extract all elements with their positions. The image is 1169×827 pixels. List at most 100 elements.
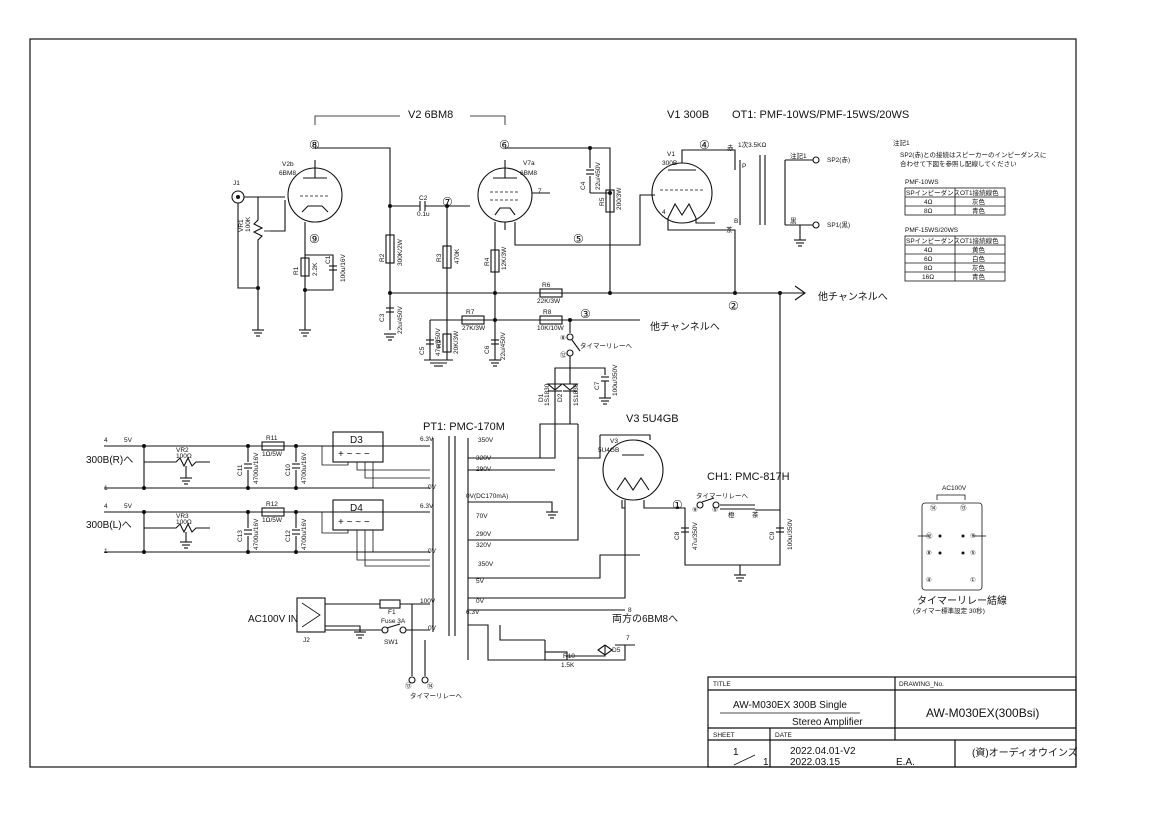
fuse-label: Fuse 3A xyxy=(381,618,406,625)
power-switch-sw1 xyxy=(381,626,389,634)
led-d5-icon xyxy=(597,644,613,656)
relay-pin-8: ⑧ xyxy=(926,550,932,557)
ground-icon xyxy=(180,541,192,549)
timer-relay-label-2: タイマーリレーへ xyxy=(696,491,749,500)
node-2: ② xyxy=(728,299,739,313)
table2-cell: 黄色 xyxy=(972,245,986,254)
other-channel-label-b: 他チャンネルへ xyxy=(818,290,888,303)
r10-value: 1.5K xyxy=(561,662,575,669)
relay-pin-13: ⑬ xyxy=(960,504,967,512)
r8-resistor xyxy=(539,315,563,325)
table2-cell: 8Ω xyxy=(924,265,933,272)
r8-value: 10K/10W xyxy=(537,325,565,332)
c10-label: C10 xyxy=(285,464,292,476)
table1-cell: 灰色 xyxy=(972,197,986,206)
pt-350v-a: 350V xyxy=(478,437,494,444)
relay-5-label: ⑤ xyxy=(712,507,718,514)
power-transformer-pt1 xyxy=(432,436,469,660)
pt-70v: 70V xyxy=(476,513,488,520)
c9-label: C9 xyxy=(769,531,776,540)
table2-cell: 4Ω xyxy=(924,247,933,254)
impedance-table-15ws-20ws xyxy=(904,235,1006,282)
pt-350v-b: 350V xyxy=(478,561,494,568)
r3-value: 470K xyxy=(454,248,461,264)
d2-value: 1S1830 xyxy=(573,383,580,406)
author: E.A. xyxy=(896,757,915,768)
vr3-value: 100Ω xyxy=(176,519,192,526)
table1-cell: 4Ω xyxy=(924,199,933,206)
ch-brown-label: 茶 xyxy=(752,510,759,519)
r12-value: 1Ω/5W xyxy=(262,517,283,524)
d5-label: D5 xyxy=(612,647,621,654)
r5-label: R5 xyxy=(599,197,606,206)
ch1-title: CH1: PMC-817H xyxy=(707,471,790,483)
c8-value: 47u/350V xyxy=(692,522,699,550)
c5-value: 47u/350V xyxy=(435,328,442,356)
note-line2: 合わせて下図を参照し配線してください xyxy=(900,159,1017,168)
timer-relay-socket xyxy=(921,502,983,591)
v5-r: 5V xyxy=(124,437,133,444)
c7-value: 100u/350V xyxy=(612,364,619,396)
c1-value: 100u/16V xyxy=(340,254,347,282)
bridge-rectifier-d4 xyxy=(332,499,384,531)
pt-63v-top: 6.3V xyxy=(420,436,434,443)
note-title: 注記1 xyxy=(893,138,910,147)
f1-label: F1 xyxy=(388,609,396,616)
vr2-pot xyxy=(144,456,210,468)
c5-label: C5 xyxy=(419,346,426,355)
table2-cell: 青色 xyxy=(972,272,986,281)
r3-resistor xyxy=(442,245,452,269)
c1-label: C1 xyxy=(325,255,332,264)
vr2-value: 100Ω xyxy=(176,453,192,460)
choke-ch1 xyxy=(720,504,755,510)
pt1-title: PT1: PMC-170M xyxy=(423,421,505,433)
relay-pin-14: ⑭ xyxy=(930,504,937,512)
sheet-header: SHEET xyxy=(713,732,735,739)
v2-title: V2 6BM8 xyxy=(408,109,453,121)
c12-value: 4700u/16V xyxy=(301,518,308,550)
drawing-frame xyxy=(29,38,1077,768)
date-secondary: 2022.03.15 xyxy=(790,757,840,768)
pt-0v-b: 0V xyxy=(428,548,437,555)
c13-value: 4700u/16V xyxy=(253,518,260,550)
vr3-label: VR3 xyxy=(176,513,189,520)
r6-resistor xyxy=(539,288,563,298)
other-channel-label-3: 他チャンネルへ xyxy=(650,320,720,333)
output-transformer-ot1 xyxy=(739,155,786,225)
both-6bm8-label: 両方の6BM8へ xyxy=(612,612,678,625)
pin7-label: 7 xyxy=(538,188,542,195)
node-8: ⑧ xyxy=(309,138,320,152)
pt-320v-b: 320V xyxy=(476,542,492,549)
d3-pins: + ~ ~ − xyxy=(338,449,370,460)
table2-col1: SPインピーダンス xyxy=(906,236,960,245)
table2-cell: 灰色 xyxy=(972,263,986,272)
ground-icon xyxy=(546,511,558,519)
title-line2: Stereo Amplifier xyxy=(792,717,863,728)
r12-label: R12 xyxy=(266,501,278,508)
r2-resistor xyxy=(385,234,395,264)
c11-value: 4700u/16V xyxy=(253,452,260,484)
r-channel-label: 300B(R)へ xyxy=(86,455,133,466)
tube-v1-300b xyxy=(651,162,713,224)
v3-name: V3 xyxy=(610,438,618,445)
table1-cell: 青色 xyxy=(972,206,986,215)
sheet-total: 1 xyxy=(763,757,769,768)
c13-label: C13 xyxy=(237,530,244,542)
ac100v-in-label: AC100V IN xyxy=(248,614,298,625)
table2-cell: 白色 xyxy=(972,254,986,263)
r2-label: R2 xyxy=(379,253,386,262)
table2-cell: 6Ω xyxy=(924,256,933,263)
drawing-no-header: DRAWING_No. xyxy=(899,681,944,688)
ground-icon xyxy=(354,631,366,639)
c7-label: C7 xyxy=(594,381,601,390)
c3-label: C3 xyxy=(379,313,386,322)
r9-resistor xyxy=(442,333,452,353)
c2-label: C2 xyxy=(419,195,428,202)
v3-type: 5U4GB xyxy=(598,447,619,454)
r5-resistor xyxy=(605,189,615,213)
c4-label: C4 xyxy=(580,181,587,190)
relay-12-label: ⑫ xyxy=(560,351,567,359)
impedance-table-10ws xyxy=(904,187,1006,216)
c6-value: 22u/450V xyxy=(500,332,507,360)
r2-value: 300K/2W xyxy=(397,238,404,266)
